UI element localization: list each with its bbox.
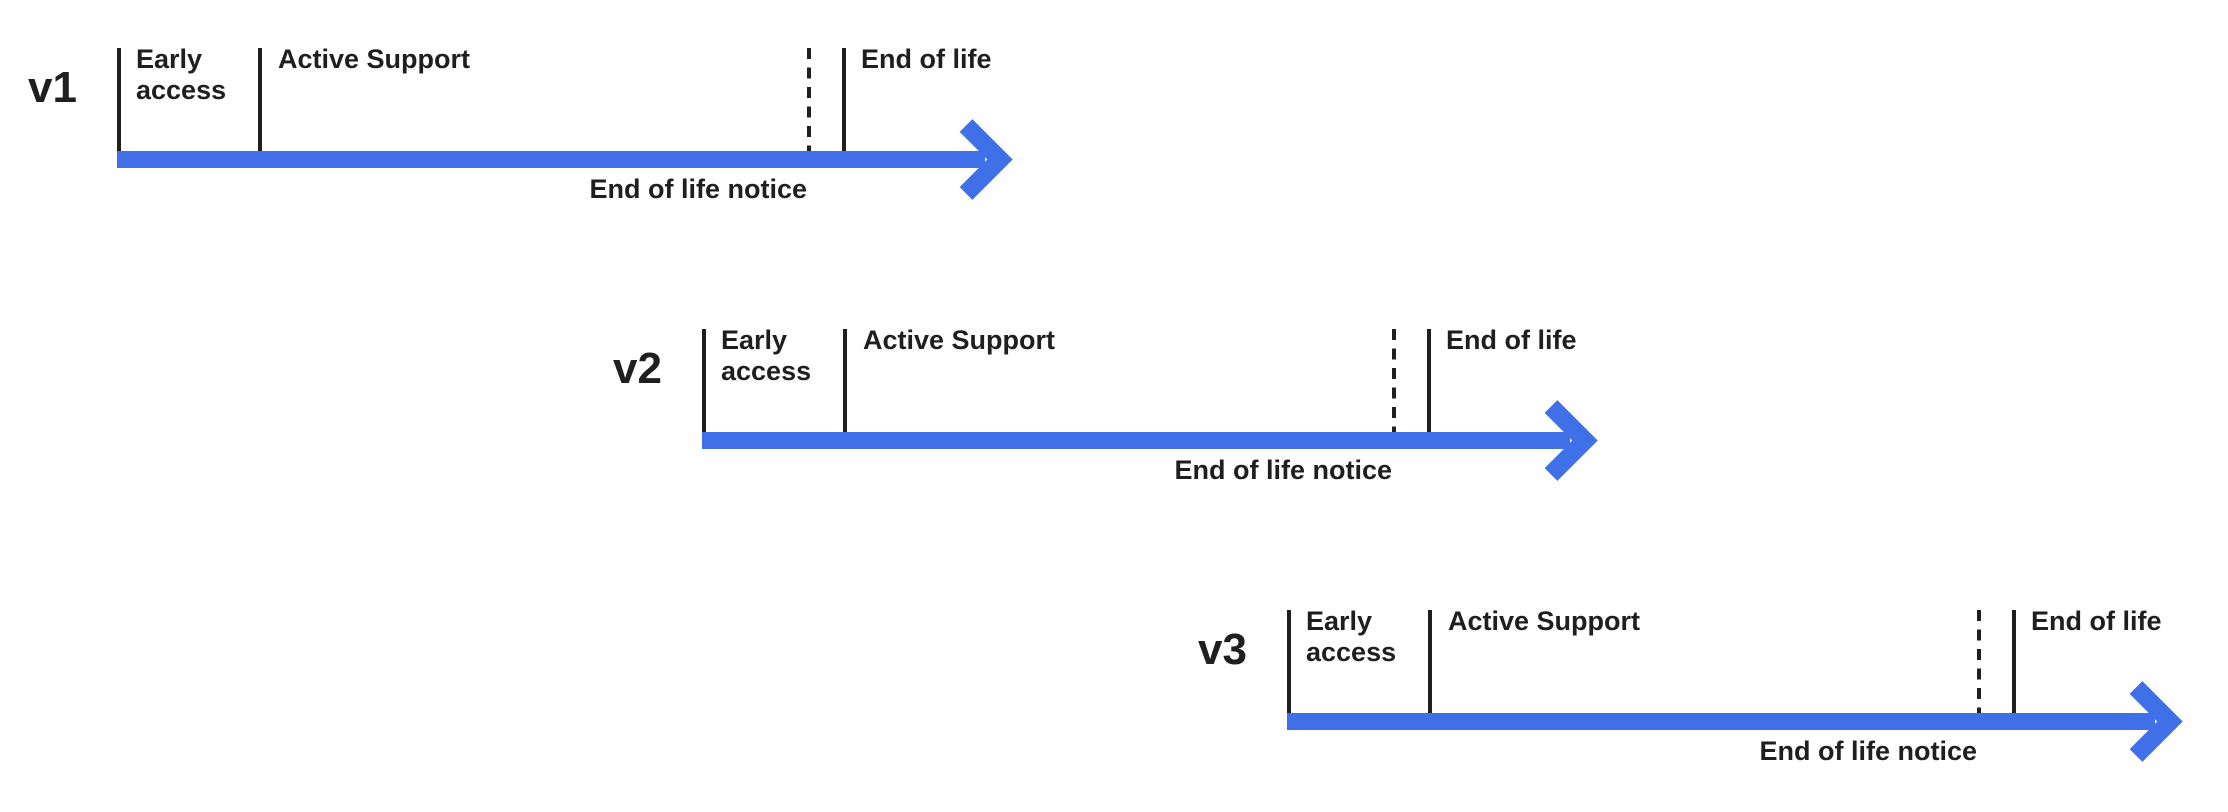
end-of-life-notice-label: End of life notice xyxy=(1759,736,1977,766)
end-of-life-label: End of life xyxy=(861,44,992,74)
end-of-life-notice-label: End of life notice xyxy=(589,174,807,204)
timeline-arrow-shaft xyxy=(117,151,985,168)
active-support-label: Active Support xyxy=(863,325,1056,355)
timeline-arrow-head xyxy=(959,119,1013,200)
active-support-label: Active Support xyxy=(1448,606,1641,636)
end-of-life-label: End of life xyxy=(1446,325,1577,355)
timeline-v1-graphic xyxy=(117,48,1013,200)
version-label: v3 xyxy=(1198,625,1247,674)
timeline-v3: v3 Early access Active Support End of li… xyxy=(1170,592,2228,782)
early-access-label: Early access xyxy=(721,325,812,386)
timeline-v2-graphic xyxy=(702,329,1598,481)
timeline-v1: v1 Early access Active Support End of li… xyxy=(0,30,1080,220)
active-support-label: Active Support xyxy=(278,44,471,74)
end-of-life-label: End of life xyxy=(2031,606,2162,636)
timeline-v3-graphic xyxy=(1287,610,2183,762)
timeline-arrow-shaft xyxy=(1287,713,2155,730)
timeline-arrow-head xyxy=(2129,681,2183,762)
timeline-arrow-head xyxy=(1544,400,1598,481)
version-label: v1 xyxy=(28,63,77,112)
timeline-v2: v2 Early access Active Support End of li… xyxy=(585,311,1665,501)
early-access-label: Early access xyxy=(1306,606,1397,667)
end-of-life-notice-label: End of life notice xyxy=(1174,455,1392,485)
timeline-arrow-shaft xyxy=(702,432,1570,449)
early-access-label: Early access xyxy=(136,44,227,105)
version-label: v2 xyxy=(613,344,662,393)
